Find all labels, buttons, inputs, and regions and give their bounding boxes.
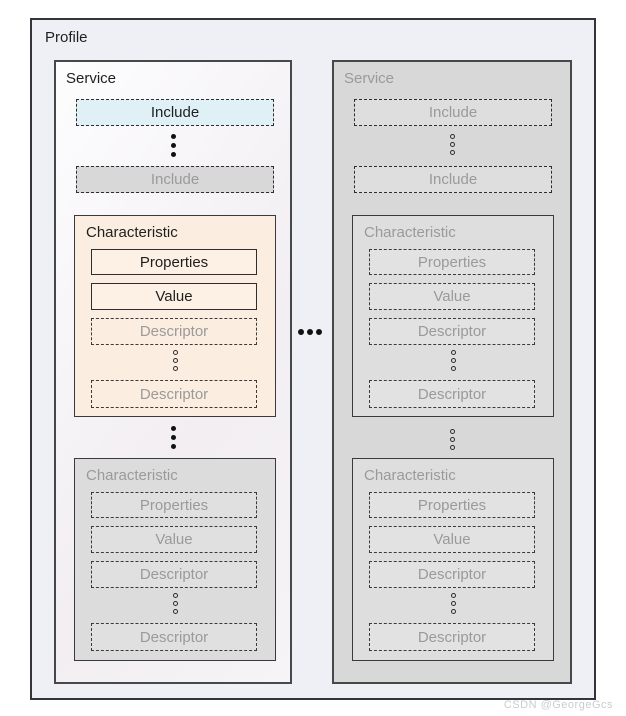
- include-label: Include: [428, 104, 478, 121]
- ellipsis-ring: [172, 601, 178, 606]
- characteristic-label: Characteristic: [364, 467, 456, 484]
- characteristic-box-gray: Characteristic Properties Value Descript…: [352, 215, 554, 417]
- descriptor-box: Descriptor: [91, 380, 257, 408]
- ellipsis-dot: [170, 426, 176, 431]
- profile-label: Profile: [45, 29, 88, 46]
- properties-box: Properties: [369, 492, 535, 518]
- service-label: Service: [66, 70, 117, 87]
- ellipsis-vertical-open-icon: [334, 134, 570, 155]
- ellipsis-ring: [449, 445, 455, 450]
- ellipsis-ring: [172, 609, 178, 614]
- descriptor-label: Descriptor: [417, 385, 487, 403]
- characteristic-label: Characteristic: [364, 224, 456, 241]
- descriptor-box: Descriptor: [91, 623, 257, 651]
- ellipsis-ring: [450, 350, 456, 355]
- properties-label: Properties: [417, 253, 487, 271]
- ellipsis-ring: [172, 366, 178, 371]
- properties-label: Properties: [139, 253, 209, 271]
- characteristic-label: Characteristic: [86, 224, 178, 241]
- service-box-gray: Service Include Include Characteristic P…: [332, 60, 572, 684]
- service-box-active: Service Include Include Characteristic P…: [54, 60, 292, 684]
- properties-label: Properties: [417, 496, 487, 514]
- csdn-watermark: CSDN @GeorgeGcs: [503, 699, 613, 711]
- properties-label: Properties: [139, 496, 209, 514]
- ellipsis-dot: [170, 134, 176, 139]
- descriptor-label: Descriptor: [139, 628, 209, 646]
- value-box: Value: [369, 283, 535, 310]
- descriptor-box: Descriptor: [369, 623, 535, 651]
- descriptor-label: Descriptor: [139, 385, 209, 403]
- ellipsis-ring: [449, 150, 455, 155]
- ellipsis-vertical-open-icon: [353, 593, 553, 614]
- characteristic-box-gray: Characteristic Properties Value Descript…: [74, 458, 276, 661]
- service-label: Service: [344, 70, 395, 87]
- include-box-highlighted: Include: [76, 99, 274, 126]
- value-label: Value: [433, 531, 471, 548]
- ellipsis-ring: [172, 350, 178, 355]
- ellipsis-dot: [170, 435, 176, 440]
- ellipsis-horizontal-icon: [298, 329, 322, 335]
- descriptor-box: Descriptor: [369, 380, 535, 408]
- value-label: Value: [433, 288, 471, 305]
- descriptor-box: Descriptor: [369, 318, 535, 345]
- value-label: Value: [155, 531, 193, 548]
- descriptor-label: Descriptor: [139, 323, 209, 340]
- value-label: Value: [155, 288, 193, 305]
- descriptor-box: Descriptor: [91, 561, 257, 588]
- descriptor-box: Descriptor: [91, 318, 257, 345]
- ellipsis-dot: [316, 329, 322, 335]
- ellipsis-ring: [450, 366, 456, 371]
- descriptor-box: Descriptor: [369, 561, 535, 588]
- include-box-gray: Include: [354, 166, 552, 193]
- ellipsis-ring: [450, 358, 456, 363]
- descriptor-label: Descriptor: [417, 566, 487, 583]
- ellipsis-dot: [170, 444, 176, 449]
- ellipsis-vertical-filled-icon: [56, 426, 290, 449]
- ellipsis-dot: [170, 152, 176, 157]
- ellipsis-vertical-open-icon: [353, 350, 553, 371]
- ellipsis-ring: [172, 358, 178, 363]
- ellipsis-dot: [307, 329, 313, 335]
- ellipsis-dot: [170, 143, 176, 148]
- include-label: Include: [150, 171, 200, 188]
- characteristic-label: Characteristic: [86, 467, 178, 484]
- value-box: Value: [91, 526, 257, 553]
- include-box-gray: Include: [354, 99, 552, 126]
- ellipsis-ring: [450, 601, 456, 606]
- ellipsis-vertical-open-icon: [75, 350, 275, 371]
- properties-box: Properties: [91, 249, 257, 275]
- value-box: Value: [369, 526, 535, 553]
- include-box-gray: Include: [76, 166, 274, 193]
- properties-box: Properties: [91, 492, 257, 518]
- descriptor-label: Descriptor: [139, 566, 209, 583]
- descriptor-label: Descriptor: [417, 628, 487, 646]
- include-label: Include: [428, 171, 478, 188]
- characteristic-box-active: Characteristic Properties Value Descript…: [74, 215, 276, 417]
- ellipsis-ring: [172, 593, 178, 598]
- ellipsis-vertical-open-icon: [334, 429, 570, 450]
- ellipsis-vertical-open-icon: [75, 593, 275, 614]
- descriptor-label: Descriptor: [417, 323, 487, 340]
- ellipsis-ring: [450, 609, 456, 614]
- value-box: Value: [91, 283, 257, 310]
- ellipsis-ring: [449, 437, 455, 442]
- ellipsis-ring: [449, 429, 455, 434]
- ellipsis-dot: [298, 329, 304, 335]
- ellipsis-ring: [449, 134, 455, 139]
- characteristic-box-gray: Characteristic Properties Value Descript…: [352, 458, 554, 661]
- ellipsis-vertical-filled-icon: [56, 134, 290, 157]
- ellipsis-ring: [450, 593, 456, 598]
- properties-box: Properties: [369, 249, 535, 275]
- profile-container: Profile Service Include Include Characte…: [30, 18, 596, 700]
- ellipsis-ring: [449, 142, 455, 147]
- include-label: Include: [150, 104, 200, 121]
